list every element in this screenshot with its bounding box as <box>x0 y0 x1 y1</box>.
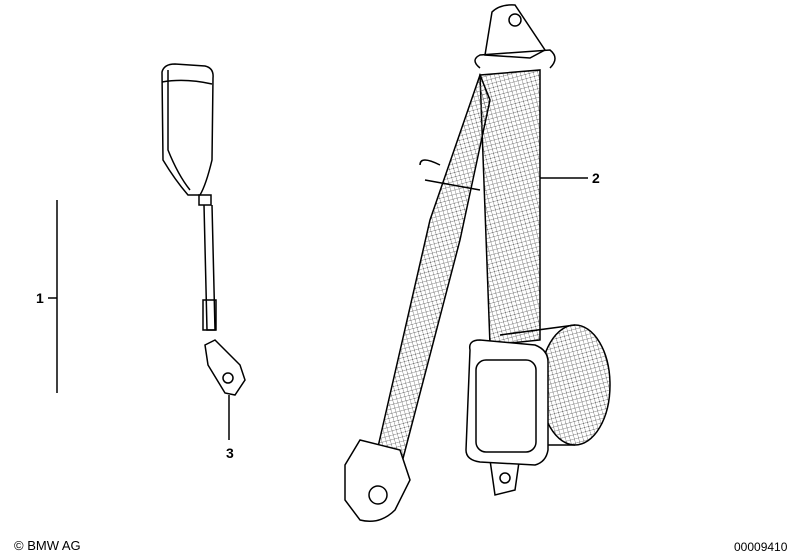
belt-buckle <box>161 63 246 396</box>
callout-1: 1 <box>36 290 44 306</box>
seat-belt-assembly <box>344 4 611 522</box>
diagram-number: 00009410 <box>734 540 788 554</box>
copyright-label: © BMW AG <box>14 538 81 553</box>
callout-3: 3 <box>226 445 234 461</box>
callout-2: 2 <box>592 170 600 186</box>
